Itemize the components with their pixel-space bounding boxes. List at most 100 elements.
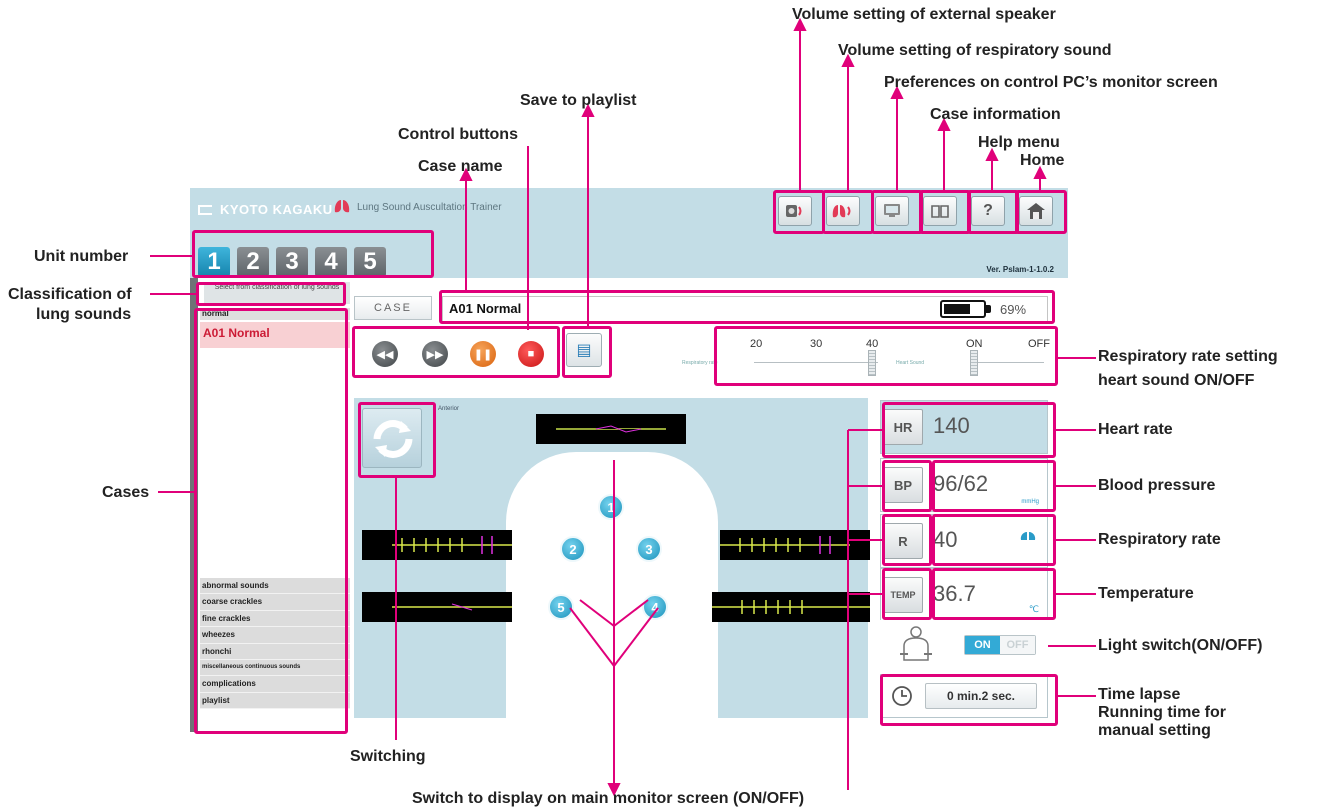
torso-figure	[506, 452, 718, 718]
callout-case-name: Case name	[418, 158, 503, 175]
waveform	[712, 600, 870, 614]
auscultation-point-5[interactable]: 5	[548, 594, 574, 620]
category-list: abnormal sounds coarse crackles fine cra…	[200, 578, 352, 710]
refresh-icon	[373, 420, 413, 458]
highlight-bp-value	[932, 460, 1056, 512]
light-on-option[interactable]: ON	[965, 636, 1000, 654]
category-item[interactable]: coarse crackles	[200, 594, 352, 611]
auscultation-display: Anterior 1 2 3 4 5	[354, 398, 870, 718]
temperature-unit: ℃	[1028, 604, 1039, 614]
lungs-volume-icon	[832, 205, 851, 218]
light-off-option[interactable]: OFF	[1000, 636, 1035, 654]
help-button[interactable]: ?	[971, 196, 1005, 226]
auscultation-point-1[interactable]: 1	[598, 494, 624, 520]
switching-button[interactable]	[362, 408, 422, 468]
rewind-button[interactable]: ◀◀	[372, 341, 398, 367]
highlight-r-value	[932, 514, 1056, 566]
highlight-switching	[358, 402, 436, 478]
category-item[interactable]: fine crackles	[200, 610, 352, 628]
waveform-left-upper	[362, 530, 512, 560]
blood-pressure-value: 96/62	[933, 471, 989, 496]
pause-button[interactable]: ❚❚	[470, 341, 496, 367]
resp-tick: 40	[866, 338, 879, 350]
case-information-button[interactable]	[923, 196, 957, 226]
highlight-case-information	[919, 190, 971, 234]
temperature-value: 36.7	[933, 581, 976, 606]
callout-respiratory-rate: Respiratory rate	[1098, 531, 1221, 548]
waveform	[556, 425, 666, 433]
auscultation-point-4[interactable]: 4	[642, 594, 668, 620]
auscultation-point-3[interactable]: 3	[636, 536, 662, 562]
category-item[interactable]: wheezes	[200, 627, 352, 644]
brand-logo-icon	[198, 205, 212, 215]
category-normal[interactable]: normal	[200, 308, 352, 320]
home-icon	[1027, 203, 1045, 219]
callout-heart-sound: heart sound ON/OFF	[1098, 372, 1255, 389]
category-item[interactable]: complications	[200, 676, 352, 693]
unit-5-button[interactable]: 5	[354, 247, 386, 277]
unit-2-button[interactable]: 2	[237, 247, 269, 277]
callout-time-lapse: Time lapse	[1098, 686, 1181, 703]
manikin-light-icon	[900, 626, 932, 661]
unit-1-button[interactable]: 1	[198, 247, 230, 277]
auscultation-point-2[interactable]: 2	[560, 536, 586, 562]
case-name: A01 Normal	[449, 301, 522, 316]
rewind-icon: ◀◀	[376, 348, 394, 361]
heart-rate-value: 140	[933, 413, 970, 438]
waveform-top	[536, 414, 686, 444]
category-item[interactable]: playlist	[200, 692, 352, 710]
category-item[interactable]: rhonchi	[200, 643, 352, 660]
main-panel: CASE A01 Normal 69% ◀◀ ▶▶ ❚❚ ■ ▤ 20 30 4…	[350, 278, 1068, 732]
respiratory-rate-toggle[interactable]: R	[883, 523, 923, 559]
unit-3-button[interactable]: 3	[276, 247, 308, 277]
highlight-bp-tag	[882, 460, 932, 512]
respiratory-rate-row: R 40	[880, 514, 1048, 568]
preferences-button[interactable]	[875, 196, 909, 226]
light-switch-toggle[interactable]: ON OFF	[964, 635, 1036, 655]
heart-rate-toggle[interactable]: HR	[883, 409, 923, 445]
highlight-unit-number	[192, 230, 434, 278]
home-button[interactable]	[1019, 196, 1053, 226]
highlight-classification	[196, 282, 346, 306]
classification-selector[interactable]: Select from classification of lung sound…	[204, 282, 350, 304]
external-speaker-volume-button[interactable]	[778, 196, 812, 226]
callout-manual-setting: manual setting	[1098, 722, 1211, 739]
highlight-case-name	[439, 290, 1055, 324]
time-lapse-value[interactable]: 0 min.2 sec.	[925, 683, 1037, 709]
highlight-r-tag	[882, 514, 932, 566]
lungs-icon	[334, 200, 350, 213]
battery-fill	[944, 304, 970, 314]
callout-blood-pressure: Blood pressure	[1098, 477, 1216, 494]
waveform-right-upper	[720, 530, 870, 560]
stop-button[interactable]: ■	[518, 341, 544, 367]
callout-help-menu: Help menu	[978, 134, 1060, 151]
category-item[interactable]: abnormal sounds	[200, 578, 352, 595]
category-item[interactable]: miscellaneous continuous sounds	[200, 659, 352, 677]
highlight-external-speaker	[773, 190, 825, 234]
highlight-cases	[194, 308, 348, 734]
highlight-sliders	[714, 326, 1058, 386]
blood-pressure-row: BP 96/62 mmHg	[880, 458, 1048, 512]
highlight-temp-tag	[882, 568, 932, 620]
callout-case-information: Case information	[930, 106, 1061, 123]
save-to-playlist-button[interactable]: ▤	[566, 333, 602, 367]
lungs-small-icon	[1020, 532, 1036, 540]
callout-cases: Cases	[102, 484, 150, 501]
callout-home: Home	[1020, 152, 1065, 169]
heart-sound-slider[interactable]	[970, 350, 978, 376]
callout-save-playlist: Save to playlist	[520, 92, 637, 109]
fast-forward-icon: ▶▶	[426, 348, 444, 361]
callout-volume-external: Volume setting of external speaker	[792, 6, 1056, 23]
callout-volume-respiratory: Volume setting of respiratory sound	[838, 42, 1112, 59]
fast-forward-button[interactable]: ▶▶	[422, 341, 448, 367]
pause-icon: ❚❚	[473, 348, 493, 361]
speaker-icon	[786, 205, 802, 217]
time-lapse-row: 0 min.2 sec.	[880, 674, 1048, 718]
case-item-selected[interactable]: A01 Normal	[200, 322, 352, 348]
resp-rate-label: Respiratory rate	[682, 360, 718, 366]
unit-4-button[interactable]: 4	[315, 247, 347, 277]
callout-control-buttons: Control buttons	[398, 126, 518, 143]
resp-rate-slider[interactable]	[868, 350, 876, 376]
callout-temperature: Temperature	[1098, 585, 1194, 602]
respiratory-volume-button[interactable]	[826, 196, 860, 226]
